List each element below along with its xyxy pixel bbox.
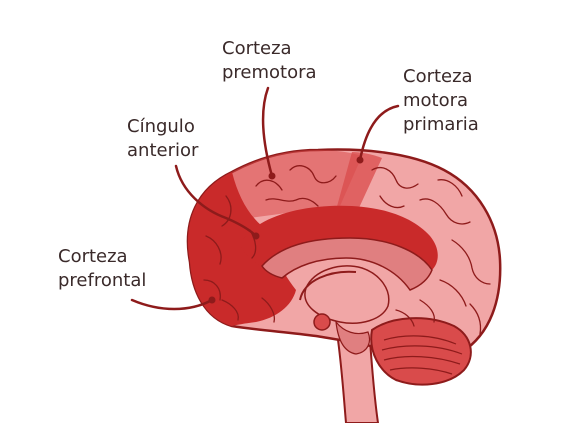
premotor-leader-dot: [269, 173, 276, 180]
prefrontal-leader-dot: [209, 297, 216, 304]
label-anterior-cingulate: Cíngulo anterior: [127, 115, 198, 163]
label-motor-line1: Corteza: [403, 65, 479, 89]
label-motor-line3: primaria: [403, 113, 479, 137]
pituitary: [314, 314, 330, 330]
label-cingulate-line2: anterior: [127, 139, 198, 163]
cingulate-leader-dot: [253, 233, 260, 240]
label-premotor-line2: premotora: [222, 61, 317, 85]
label-cingulate-line1: Cíngulo: [127, 115, 198, 139]
label-primary-motor-cortex: Corteza motora primaria: [403, 65, 479, 137]
label-motor-line2: motora: [403, 89, 479, 113]
motor-leader-dot: [357, 157, 364, 164]
label-premotor-cortex: Corteza premotora: [222, 37, 317, 85]
label-prefrontal-cortex: Corteza prefrontal: [58, 245, 146, 293]
label-prefrontal-line1: Corteza: [58, 245, 146, 269]
label-prefrontal-line2: prefrontal: [58, 269, 146, 293]
label-premotor-line1: Corteza: [222, 37, 317, 61]
